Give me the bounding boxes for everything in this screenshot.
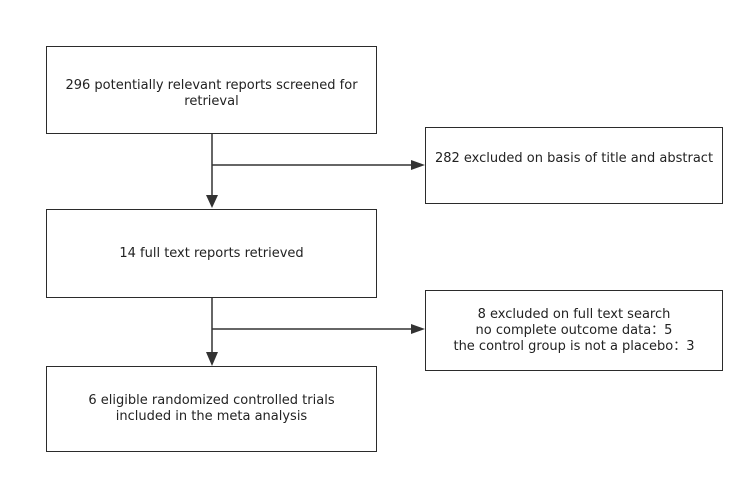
eligible-trials-line2: included in the meta analysis (115, 409, 308, 424)
excluded-title-abstract-box: 282 excluded on basis of title and abstr… (425, 127, 723, 204)
arrowhead-down-1 (206, 195, 218, 208)
eligible-trials-box: 6 eligible randomized controlled trials … (46, 366, 377, 452)
excluded-fulltext-line2: no complete outcome data：5 (475, 322, 673, 338)
excluded-fulltext-line1: 8 excluded on full text search (477, 306, 671, 322)
eligible-trials-line1: 6 eligible randomized controlled trials (88, 393, 335, 408)
arrowhead-right-1 (411, 160, 425, 170)
fulltext-retrieved-box: 14 full text reports retrieved (46, 209, 377, 298)
arrowhead-right-2 (411, 324, 425, 334)
screened-reports-box: 296 potentially relevant reports screene… (46, 46, 377, 134)
arrowhead-down-2 (206, 352, 218, 366)
excluded-fulltext-line3: the control group is not a placebo：3 (453, 338, 695, 354)
fulltext-retrieved-text: 14 full text reports retrieved (119, 245, 304, 261)
excluded-title-abstract-text: 282 excluded on basis of title and abstr… (434, 151, 714, 166)
screened-reports-text: 296 potentially relevant reports screene… (65, 78, 358, 108)
excluded-fulltext-box: 8 excluded on full text search no comple… (425, 290, 723, 371)
